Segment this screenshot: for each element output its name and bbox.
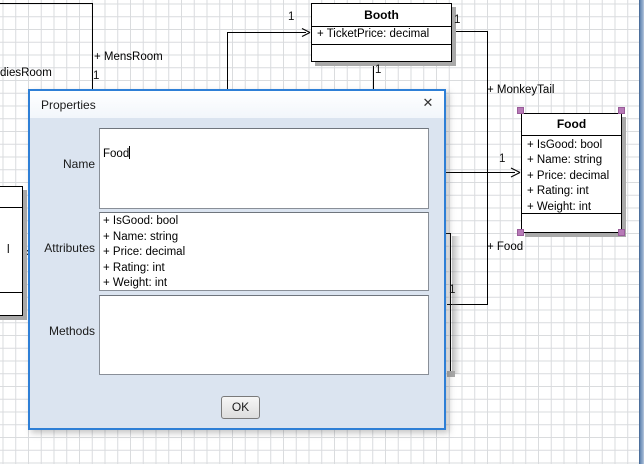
- text-caret: [129, 145, 131, 159]
- name-label: Name: [62, 157, 95, 171]
- assoc-label-monkeytail: + MonkeyTail: [487, 84, 555, 96]
- multiplicity-label: 1: [288, 11, 295, 23]
- name-input[interactable]: Food: [99, 128, 429, 209]
- class-box-booth[interactable]: Booth + TicketPrice: decimal: [311, 3, 452, 62]
- class-attribute: + Price: decimal: [527, 169, 610, 182]
- window-edge-strip: [639, 0, 644, 464]
- methods-label: Methods: [48, 324, 95, 338]
- attributes-label: Attributes: [44, 241, 95, 255]
- multiplicity-label: 1: [454, 14, 461, 26]
- class-attribute: + Rating: int: [527, 185, 589, 198]
- close-icon[interactable]: ✕: [422, 95, 434, 110]
- class-title: Booth: [312, 4, 451, 27]
- multiplicity-label: 1: [499, 153, 506, 165]
- assoc-label-ladiesroom: diesRoom: [0, 67, 52, 79]
- selection-handle[interactable]: [517, 107, 524, 114]
- multiplicity-label: 1: [375, 64, 382, 76]
- class-attribute: + TicketPrice: decimal: [317, 28, 430, 40]
- name-input-value: Food: [103, 147, 130, 160]
- assoc-label-mensroom: + MensRoom: [94, 51, 163, 63]
- dialog-titlebar[interactable]: Properties ✕: [30, 91, 444, 118]
- class-box-partial[interactable]: l: [0, 186, 23, 316]
- attributes-input[interactable]: + IsGood: bool + Name: string + Price: d…: [99, 212, 429, 291]
- dialog-title: Properties: [41, 97, 96, 112]
- properties-dialog: Properties ✕ Name Attributes Methods Foo…: [28, 89, 446, 430]
- selection-handle[interactable]: [517, 229, 524, 236]
- multiplicity-label: 1: [449, 284, 456, 296]
- class-attribute-fragment: l: [7, 244, 10, 256]
- selection-handle[interactable]: [618, 229, 625, 236]
- multiplicity-label: 1: [93, 70, 100, 82]
- methods-input[interactable]: [99, 295, 429, 375]
- selection-handle[interactable]: [618, 107, 625, 114]
- class-attribute: + Weight: int: [527, 200, 592, 213]
- assoc-label-food: + Food: [487, 241, 524, 253]
- class-attribute: + Name: string: [527, 154, 603, 167]
- connector-end-shadow: [447, 371, 455, 377]
- class-title: Food: [522, 114, 621, 136]
- connector-shadow: [452, 236, 461, 374]
- class-box-food[interactable]: Food + IsGood: bool + Name: string + Pri…: [521, 113, 622, 233]
- class-attribute: + IsGood: bool: [527, 139, 603, 151]
- ok-button[interactable]: OK: [221, 396, 260, 419]
